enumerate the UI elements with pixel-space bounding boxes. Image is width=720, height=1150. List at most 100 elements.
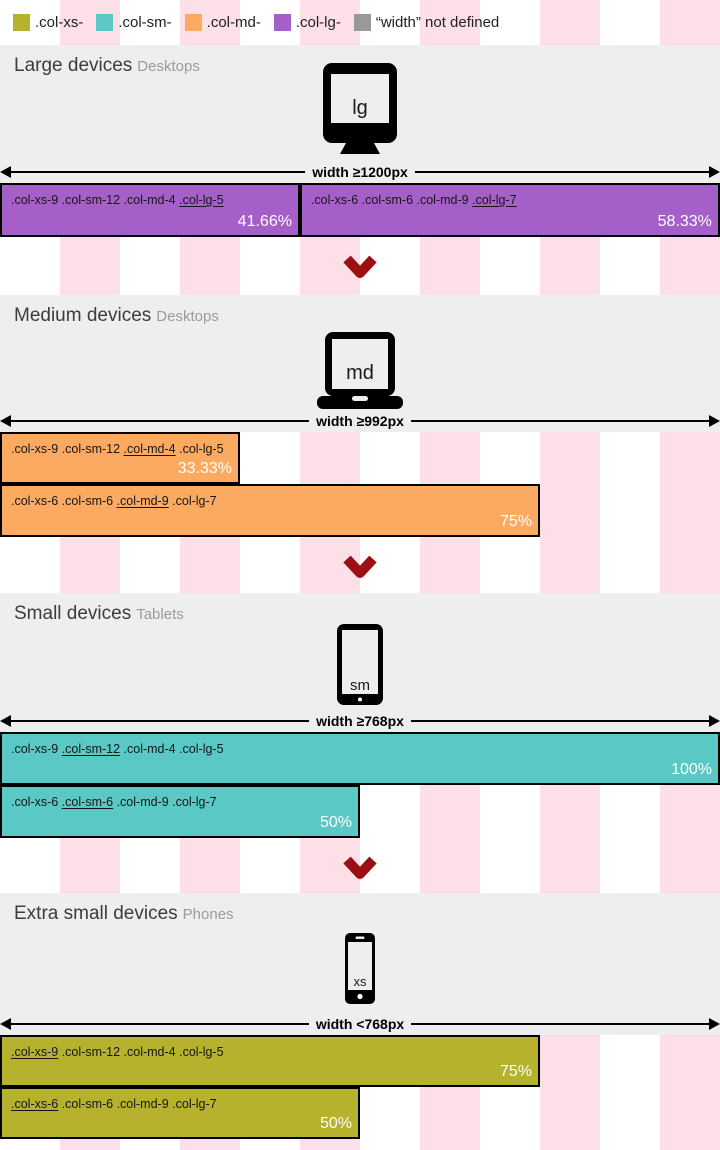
legend-item-width-not-defined: “width” not defined (353, 14, 500, 31)
arrow-line (410, 720, 710, 722)
section-subtitle: Desktops (156, 308, 219, 325)
bottom-filler (0, 1139, 720, 1150)
col-lg-color-swatch (273, 14, 291, 31)
bar-percent: 58.33% (657, 213, 712, 230)
arrow-line (414, 171, 710, 173)
section-title-text: Medium devices (14, 305, 152, 326)
bar-underlined-class: .col-lg-5 (179, 193, 224, 207)
legend-label: .col-xs- (35, 14, 84, 31)
col-xs-color-swatch (13, 14, 30, 31)
svg-text:sm: sm (350, 677, 370, 694)
section-subtitle: Phones (182, 906, 234, 923)
bar-percent: 75% (499, 1063, 532, 1080)
arrow-line (11, 420, 310, 422)
grid-bar: .col-xs-9 .col-sm-12 .col-md-4 .col-lg-5… (0, 432, 240, 484)
bars-row-md-2: .col-xs-6 .col-sm-6 .col-md-9 .col-lg-7 … (0, 484, 720, 537)
laptop-icon: md (317, 332, 403, 415)
arrowhead-right-icon (709, 166, 720, 178)
legend-item-col-md: .col-md- (184, 14, 261, 31)
col-md-color-swatch (184, 14, 202, 31)
chevron-down-icon (341, 553, 379, 583)
section-separator (0, 237, 720, 295)
arrow-line (11, 720, 310, 722)
bar-underlined-class: .col-md-4 (123, 442, 176, 456)
width-range-arrow: width ≥1200px (0, 164, 720, 180)
section-title-text: Extra small devices (14, 903, 178, 924)
section-separator (0, 537, 720, 593)
section-separator (0, 838, 720, 893)
legend: .col-xs- .col-sm- .col-md- .col-lg- “wid… (0, 0, 720, 45)
section-title-text: Small devices (14, 603, 132, 624)
grid-bar: .col-xs-9 .col-sm-12 .col-md-4 .col-lg-5… (0, 183, 300, 237)
bar-class-list: .col-xs-6 .col-sm-6 .col-md-9 .col-lg-7 (11, 1097, 217, 1111)
arrow-line (410, 420, 710, 422)
chevron-down-icon (341, 854, 379, 884)
bar-underlined-class: .col-xs-6 (11, 1097, 59, 1111)
bar-underlined-class: .col-lg-7 (472, 193, 517, 207)
width-range-label: width ≥1200px (312, 164, 408, 180)
legend-item-col-sm: .col-sm- (96, 14, 172, 31)
bar-class-list: .col-xs-9 .col-sm-12 .col-md-4 .col-lg-5 (11, 193, 224, 207)
arrowhead-left-icon (0, 415, 11, 427)
legend-label: .col-sm- (118, 14, 172, 31)
grid-bar: .col-xs-6 .col-sm-6 .col-md-9 .col-lg-7 … (0, 484, 540, 537)
section-title-text: Large devices (14, 55, 133, 76)
arrowhead-left-icon (0, 715, 11, 727)
arrowhead-right-icon (709, 415, 720, 427)
bars-row-xs-2: .col-xs-6 .col-sm-6 .col-md-9 .col-lg-7 … (0, 1087, 720, 1139)
col-sm-color-swatch (96, 14, 114, 31)
bar-underlined-class: .col-xs-9 (11, 1045, 59, 1059)
arrowhead-left-icon (0, 166, 11, 178)
grid-bar: .col-xs-9 .col-sm-12 .col-md-4 .col-lg-5… (0, 732, 720, 785)
grid-bar: .col-xs-6 .col-sm-6 .col-md-9 .col-lg-7 … (0, 785, 360, 838)
bar-percent: 100% (671, 761, 712, 778)
bar-percent: 50% (319, 1115, 352, 1132)
arrowhead-right-icon (709, 715, 720, 727)
legend-item-col-lg: .col-lg- (273, 14, 341, 31)
width-range-arrow: width ≥768px (0, 713, 720, 729)
arrowhead-left-icon (0, 1018, 11, 1030)
grid-bar: .col-xs-6 .col-sm-6 .col-md-9 .col-lg-7 … (0, 1087, 360, 1139)
bar-percent: 75% (499, 513, 532, 530)
bar-class-list: .col-xs-6 .col-sm-6 .col-md-9 .col-lg-7 (11, 494, 217, 508)
bar-percent: 41.66% (237, 213, 292, 230)
legend-label: .col-md- (206, 14, 261, 31)
section-subtitle: Tablets (136, 606, 184, 623)
bar-underlined-class: .col-sm-12 (61, 742, 121, 756)
width-range-label: width ≥992px (316, 413, 404, 429)
bar-class-list: .col-xs-9 .col-sm-12 .col-md-4 .col-lg-5 (11, 1045, 224, 1059)
bar-class-list: .col-xs-9 .col-sm-12 .col-md-4 .col-lg-5 (11, 442, 224, 456)
bar-class-list: .col-xs-6 .col-sm-6 .col-md-9 .col-lg-7 (310, 193, 517, 207)
arrowhead-right-icon (709, 1018, 720, 1030)
svg-text:lg: lg (352, 97, 368, 119)
phone-icon: xs (345, 933, 375, 1009)
legend-label: “width” not defined (375, 14, 500, 31)
bar-class-list: .col-xs-9 .col-sm-12 .col-md-4 .col-lg-5 (11, 742, 224, 756)
svg-text:md: md (346, 362, 374, 384)
width-not-defined-color-swatch (353, 14, 371, 31)
legend-label: .col-lg- (295, 14, 341, 31)
width-range-label: width <768px (315, 1016, 405, 1032)
width-range-arrow: width ≥992px (0, 413, 720, 429)
bars-row-xs-1: .col-xs-9 .col-sm-12 .col-md-4 .col-lg-5… (0, 1035, 720, 1087)
svg-text:xs: xs (354, 974, 368, 989)
bar-class-list: .col-xs-6 .col-sm-6 .col-md-9 .col-lg-7 (11, 795, 217, 809)
grid-bar: .col-xs-6 .col-sm-6 .col-md-9 .col-lg-7 … (299, 183, 720, 237)
desktop-icon: lg (323, 63, 397, 160)
bars-row-sm-2: .col-xs-6 .col-sm-6 .col-md-9 .col-lg-7 … (0, 785, 720, 838)
chevron-down-icon (341, 253, 379, 283)
bar-underlined-class: .col-sm-6 (61, 795, 114, 809)
bars-row-lg: .col-xs-9 .col-sm-12 .col-md-4 .col-lg-5… (0, 183, 720, 237)
arrow-line (11, 1023, 309, 1025)
bar-percent: 50% (319, 814, 352, 831)
bar-percent: 33.33% (177, 460, 232, 477)
grid-bar: .col-xs-9 .col-sm-12 .col-md-4 .col-lg-5… (0, 1035, 540, 1087)
width-range-arrow: width <768px (0, 1016, 720, 1032)
